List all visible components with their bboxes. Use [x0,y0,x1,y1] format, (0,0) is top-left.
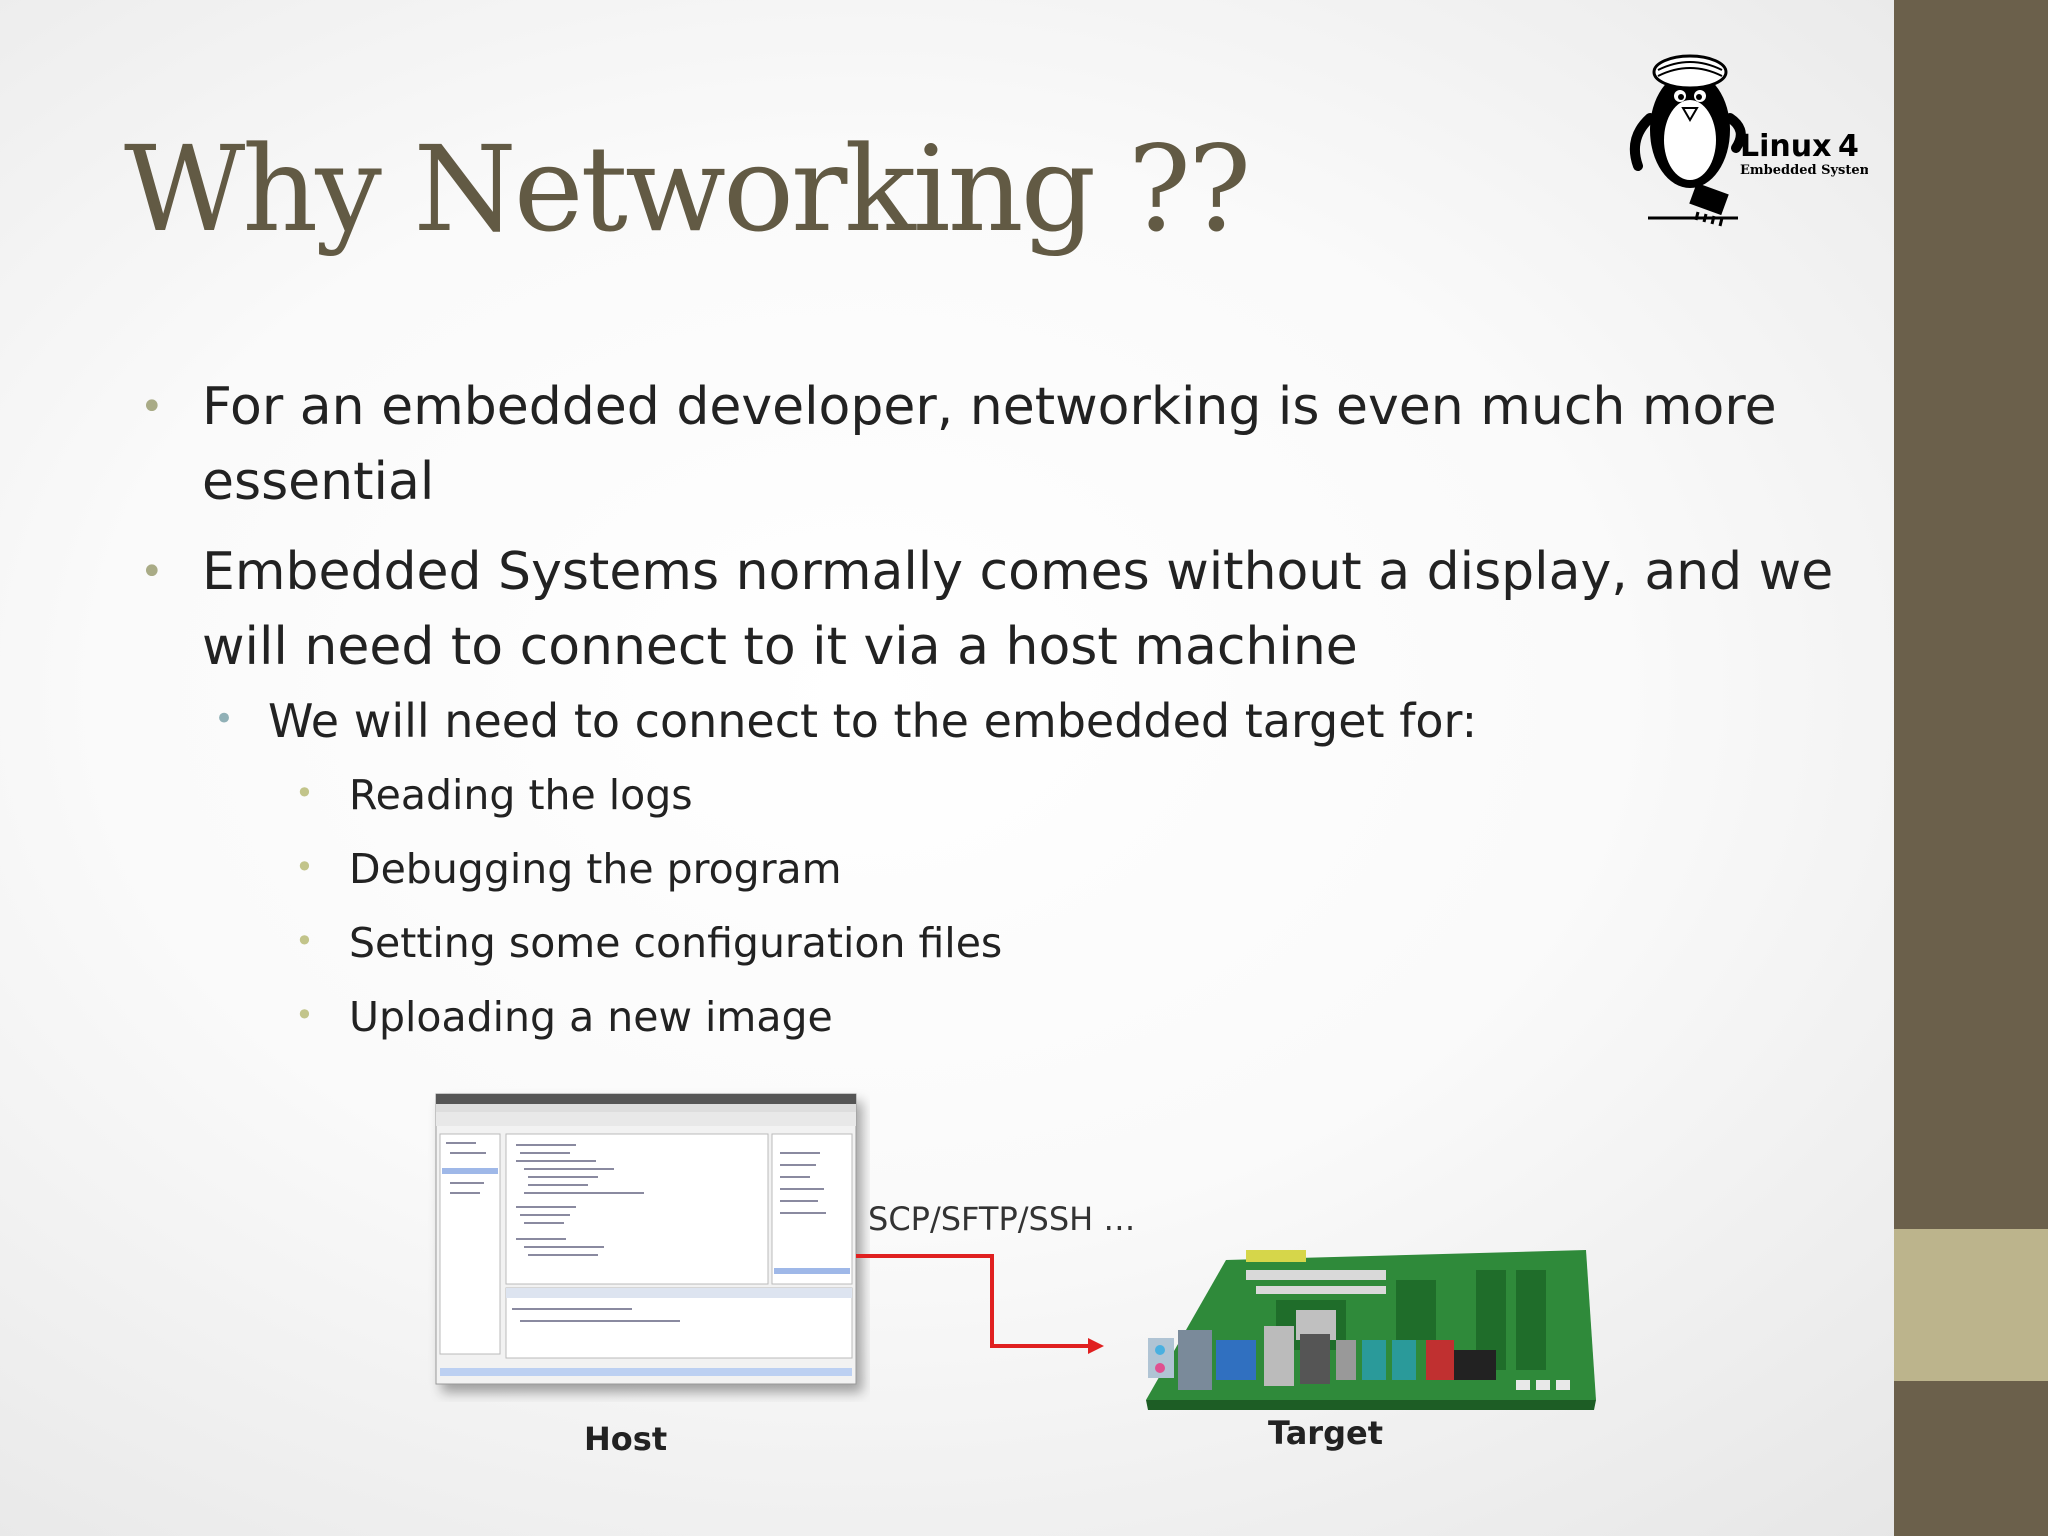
target-board-image [1146,1250,1596,1410]
sidebar-accent-block [1894,1229,2048,1381]
sub-sub-bullet-item: • Setting some configuration files [140,911,1800,975]
bullet-dot-icon: • [295,774,314,812]
slide-title: Why Networking ?? [124,120,1251,258]
bullet-list: • For an embedded developer, networking … [140,370,1833,1059]
host-ide-screenshot [435,1093,857,1385]
sub-bullet-item: • We will need to connect to the embedde… [140,689,1800,753]
sub-sub-bullet-item: • Uploading a new image [140,985,1800,1049]
theme-sidebar [1894,0,2048,1536]
connection-arrow [856,1254,1104,1354]
bullet-dot-icon: • [214,699,235,739]
bullet-dot-icon: • [295,922,314,960]
linux4-logo: Linux 4 Embedded Systems [1630,54,1868,227]
host-target-diagram: Host SCP/SFTP/SSH … [420,1082,1600,1532]
bullet-dot-icon: • [295,848,314,886]
target-label: Target [1268,1414,1383,1452]
sub-sub-bullet-item: • Debugging the program [140,837,1800,901]
logo-brand: Linux [1740,129,1831,164]
host-label: Host [584,1420,668,1458]
logo-brand-suffix: 4 [1838,129,1859,164]
protocol-label: SCP/SFTP/SSH … [868,1200,1136,1238]
bullet-dot-icon: • [295,996,314,1034]
bullet-item-continuation: essential [202,452,435,512]
logo-tagline: Embedded Systems [1740,163,1868,178]
bullet-item: • For an embedded developer, networking … [140,370,1800,445]
sub-sub-bullet-item: • Reading the logs [140,763,1800,827]
bullet-item-continuation: will need to connect to it via a host ma… [202,617,1358,677]
bullet-dot-icon: • [140,384,164,430]
bullet-dot-icon: • [140,549,164,595]
bullet-item: • Embedded Systems normally comes withou… [140,535,1833,610]
